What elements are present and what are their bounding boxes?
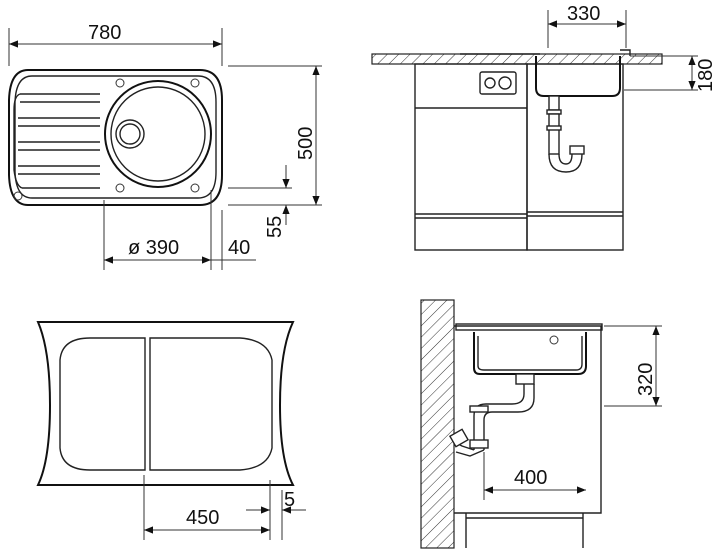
cabinet-bowl-right bbox=[149, 337, 273, 471]
drainer-grooves bbox=[13, 93, 100, 189]
drain-hole bbox=[115, 119, 145, 149]
wall-section: 320 400 bbox=[420, 299, 662, 549]
dim-width-label: 780 bbox=[88, 22, 121, 44]
wall-cabinet bbox=[454, 325, 602, 514]
dim-drain-offset-label: 55 bbox=[264, 216, 286, 238]
worktop bbox=[371, 53, 663, 65]
wall-bowl bbox=[473, 332, 587, 375]
right-cabinet bbox=[526, 63, 624, 251]
knob-icon bbox=[484, 77, 496, 89]
dim-margin-label: 5 bbox=[284, 489, 295, 511]
dim-bowl-depth-label: 180 bbox=[695, 59, 717, 92]
knob-icon bbox=[498, 76, 512, 90]
dim-bowl-width-label: 330 bbox=[567, 3, 600, 25]
wall bbox=[420, 299, 455, 549]
cabinet-bowl-left bbox=[59, 337, 146, 471]
left-cabinet bbox=[414, 63, 528, 251]
dim-cabinet-width-label: 450 bbox=[186, 507, 219, 529]
dim-bowl-height-label: 320 bbox=[635, 363, 657, 396]
drain-hole-inner bbox=[119, 123, 141, 145]
dim-bowl-diameter-label: ø 390 bbox=[128, 237, 179, 259]
wall-drain-pipe bbox=[448, 373, 535, 457]
siphon-trap bbox=[546, 95, 585, 173]
dim-clearance-label: 400 bbox=[514, 467, 547, 489]
bowl-outer bbox=[104, 80, 212, 188]
side-section: 330 180 bbox=[371, 3, 717, 251]
dim-offset-label: 40 bbox=[228, 237, 250, 259]
bowl-inner bbox=[110, 86, 206, 182]
top-view: 780 500 55 ø 390 40 bbox=[8, 22, 322, 270]
cabinet-outline bbox=[36, 321, 295, 486]
dim-depth-label: 500 bbox=[295, 127, 317, 160]
tap-holes bbox=[13, 78, 200, 201]
appliance-panel bbox=[479, 71, 517, 95]
bowl-section bbox=[535, 56, 621, 97]
cabinet-view: 450 5 bbox=[36, 321, 306, 540]
sink-outline bbox=[8, 69, 223, 206]
sink-inner-rim bbox=[14, 75, 217, 199]
